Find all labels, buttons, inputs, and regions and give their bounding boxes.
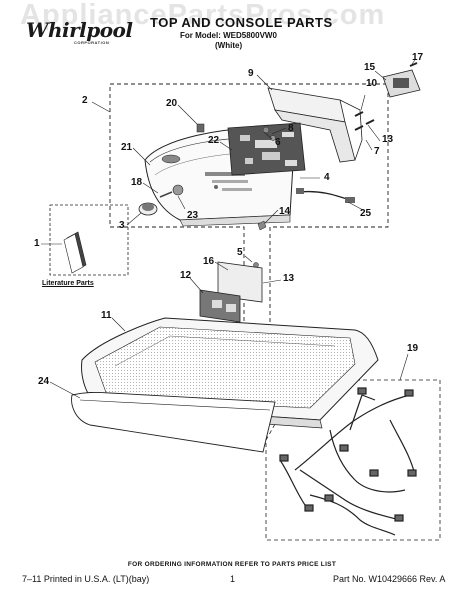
callout-6: 6 (275, 137, 281, 148)
encoder-part (159, 184, 184, 198)
leader-lines (41, 59, 416, 399)
console-rear-panel (267, 87, 363, 163)
callout-13a: 13 (382, 134, 394, 145)
switch-bracket (199, 261, 263, 323)
clip-part (196, 123, 205, 133)
callout-16: 16 (203, 256, 215, 267)
control-board (227, 122, 306, 176)
screw-parts (249, 111, 375, 288)
callout-2: 2 (82, 95, 88, 106)
callout-13b: 13 (283, 273, 295, 284)
callout-4: 4 (324, 172, 330, 183)
model-color: (White) (215, 41, 243, 50)
callout-15: 15 (364, 62, 376, 73)
callout-12: 12 (180, 270, 192, 281)
logo-subtitle: CORPORATION (74, 40, 110, 45)
callout-20: 20 (166, 98, 178, 109)
main-harness (279, 387, 417, 536)
callout-11: 11 (101, 310, 112, 321)
callout-1: 1 (34, 238, 40, 249)
callout-7: 7 (374, 146, 380, 157)
callout-9: 9 (248, 68, 254, 79)
callout-22: 22 (208, 135, 220, 146)
callout-25: 25 (360, 208, 372, 219)
short-harness (296, 188, 355, 203)
part-number: Part No. W10429666 Rev. A (333, 574, 446, 584)
model-number: For Model: WED5800VW0 (180, 31, 277, 40)
literature-booklet (63, 231, 87, 274)
whirlpool-logo: Whirlpool (26, 18, 133, 42)
callout-19: 19 (407, 343, 419, 354)
footer-note: FOR ORDERING INFORMATION REFER TO PARTS … (127, 561, 337, 568)
callout-14: 14 (279, 206, 291, 217)
assembly-boundary (109, 83, 389, 339)
callout-18: 18 (131, 177, 143, 188)
callout-8: 8 (288, 123, 294, 134)
harness-boundary (265, 379, 441, 541)
callout-5: 5 (237, 247, 243, 258)
callout-24: 24 (38, 376, 50, 387)
literature-label: Literature Parts (42, 280, 94, 287)
knob-part (138, 202, 158, 216)
callout-21: 21 (121, 142, 133, 153)
page-number: 1 (230, 574, 236, 584)
callout-23: 23 (187, 210, 199, 221)
clip-14-part (257, 220, 267, 231)
page-title: TOP AND CONSOLE PARTS (150, 15, 333, 30)
callout-10: 10 (366, 78, 378, 89)
gasket-part (71, 391, 276, 453)
callout-3: 3 (119, 220, 125, 231)
door-switch-part (382, 62, 421, 98)
print-info: 7–11 Printed in U.S.A. (LT)(bay) (22, 574, 150, 584)
literature-boundary (49, 204, 129, 276)
watermark-text: AppliancePartsPros.com (20, 0, 386, 31)
callout-17: 17 (412, 52, 424, 63)
